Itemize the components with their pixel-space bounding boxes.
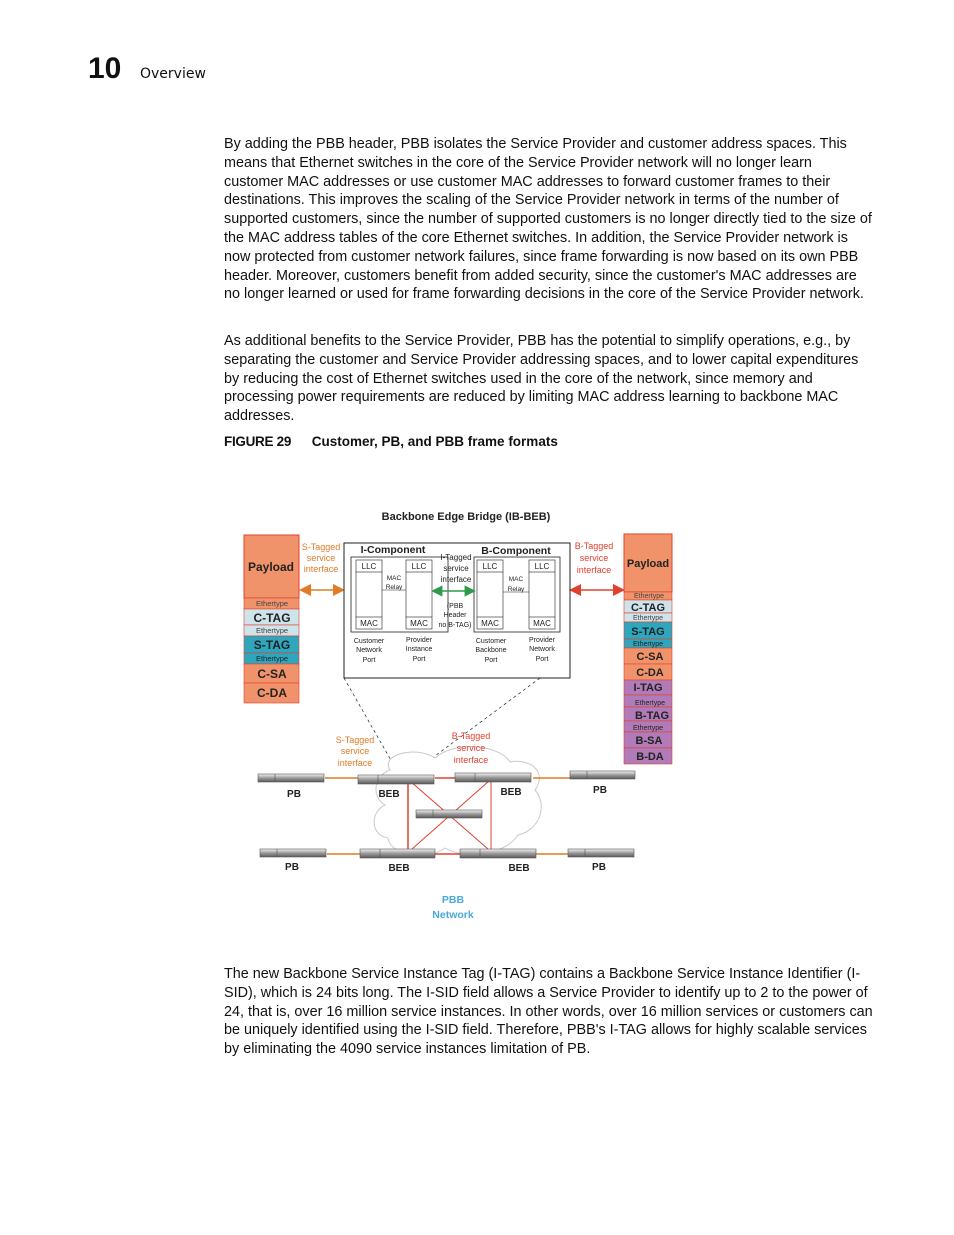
port-provider-network-3: Port [536, 656, 549, 663]
right-ethertype-4: Ethertype [635, 700, 665, 707]
pbb-header-1: (PBB [447, 603, 464, 610]
left-payload: Payload [248, 560, 294, 574]
switch-beb-top-left [357, 774, 435, 785]
port-customer-network-2: Network [356, 647, 382, 654]
right-ethertype-2: Ethertype [633, 615, 663, 622]
right-b-tag: B-TAG [635, 710, 669, 722]
port-provider-network-2: Network [529, 646, 555, 653]
switch-beb-bottom-right [459, 848, 537, 859]
right-c-sa: C-SA [637, 651, 664, 663]
label-beb-top-right: BEB [500, 787, 521, 798]
llc-4: LLC [535, 562, 550, 571]
left-c-sa: C-SA [257, 667, 287, 681]
paragraph-pbb-isolation: By adding the PBB header, PBB isolates t… [224, 136, 872, 303]
switch-beb-top-right [454, 772, 532, 783]
llc-3: LLC [483, 562, 498, 571]
s-tagged-label-bottom-1: S-Tagged [336, 735, 375, 745]
b-component-label: B-Component [481, 545, 551, 557]
i-component-label: I-Component [361, 544, 426, 556]
s-tagged-label-bottom-2: service [341, 746, 370, 756]
s-tagged-label-top-2: service [307, 553, 336, 563]
frame-formats-diagram: Backbone Edge Bridge (IB-BEB) Payload Et… [243, 511, 673, 921]
b-tagged-label-bottom-3: interface [454, 755, 489, 765]
mac-2: MAC [410, 619, 428, 628]
pbb-network-label-1: PBB [442, 894, 465, 906]
label-pb-top-right: PB [593, 785, 607, 796]
pbb-network-label-2: Network [432, 909, 474, 921]
figure-label: FIGURE 29 [224, 434, 292, 449]
left-c-tag: C-TAG [253, 611, 290, 625]
switch-pb-bottom-right [567, 848, 635, 858]
right-b-sa: B-SA [636, 735, 663, 747]
port-provider-instance-2: Instance [406, 646, 433, 653]
pbb-header-3: no B-TAG) [439, 622, 472, 629]
port-provider-instance-3: Port [413, 656, 426, 663]
beb-title: Backbone Edge Bridge (IB-BEB) [382, 511, 551, 523]
b-tagged-label-top-3: interface [577, 565, 612, 575]
right-ethertype-3: Ethertype [633, 641, 663, 648]
port-customer-backbone-1: Customer [476, 638, 507, 645]
left-ethertype-3: Ethertype [256, 654, 288, 663]
right-i-tag: I-TAG [633, 682, 662, 694]
port-provider-instance-1: Provider [406, 637, 433, 644]
b-tagged-label-bottom-2: service [457, 743, 486, 753]
pbb-header-2: Header [444, 612, 468, 619]
right-frame-stack: Payload Ethertype C-TAG Ethertype S-TAG … [623, 533, 673, 765]
right-ethertype-5: Ethertype [633, 725, 663, 732]
b-tagged-label-bottom-1: B-Tagged [452, 731, 491, 741]
right-payload: Payload [627, 558, 669, 570]
i-tagged-label-1: I-Tagged [440, 553, 471, 562]
figure-caption: FIGURE 29 Customer, PB, and PBB frame fo… [224, 434, 558, 449]
s-tagged-label-top-1: S-Tagged [302, 542, 341, 552]
i-tagged-label-2: service [443, 564, 469, 573]
chapter-title: Overview [140, 66, 206, 82]
llc-2: LLC [412, 562, 427, 571]
chapter-number: 10 [88, 52, 122, 85]
port-customer-backbone-3: Port [485, 657, 498, 664]
label-pb-top-left: PB [287, 789, 301, 800]
beb-box: I-Component B-Component LLC MAC LLC MAC … [343, 542, 571, 679]
label-beb-bottom-right: BEB [508, 863, 529, 874]
paragraph-i-tag: The new Backbone Service Instance Tag (I… [224, 966, 873, 1058]
left-c-da: C-DA [257, 686, 287, 700]
label-beb-top-left: BEB [378, 789, 399, 800]
port-customer-network-1: Customer [354, 638, 385, 645]
mac-relay-b-1: MAC [509, 576, 524, 583]
switch-beb-bottom-left [359, 848, 436, 859]
s-tagged-label-bottom-3: interface [338, 758, 373, 768]
left-s-tag: S-TAG [254, 638, 290, 652]
figure-caption-text: Customer, PB, and PBB frame formats [311, 434, 558, 449]
label-pb-bottom-left: PB [285, 862, 299, 873]
b-tagged-label-top-2: service [580, 553, 609, 563]
left-frame-stack: Payload Ethertype C-TAG Ethertype S-TAG … [243, 534, 300, 704]
mac-relay-i-1: MAC [387, 575, 402, 582]
mac-relay-b-2: Relay [508, 586, 525, 593]
llc-1: LLC [362, 562, 377, 571]
s-tagged-label-top-3: interface [304, 564, 339, 574]
label-pb-bottom-right: PB [592, 862, 606, 873]
port-customer-backbone-2: Backbone [475, 647, 506, 654]
label-beb-bottom-left: BEB [388, 863, 409, 874]
port-customer-network-3: Port [363, 657, 376, 664]
mac-relay-i-2: Relay [386, 584, 403, 591]
mac-3: MAC [481, 619, 499, 628]
paragraph-additional-benefits: As additional benefits to the Service Pr… [224, 333, 859, 425]
switch-pb-top-right [569, 770, 636, 780]
left-ethertype-1: Ethertype [256, 599, 288, 608]
switch-core [415, 809, 483, 819]
right-c-da: C-DA [636, 667, 664, 679]
right-c-tag: C-TAG [631, 602, 665, 614]
port-provider-network-1: Provider [529, 637, 556, 644]
i-tagged-label-3: interface [441, 575, 472, 584]
switch-pb-top-left [257, 773, 325, 783]
right-ethertype-1: Ethertype [634, 593, 664, 600]
b-tagged-label-top-1: B-Tagged [575, 541, 614, 551]
mac-4: MAC [533, 619, 551, 628]
mac-1: MAC [360, 619, 378, 628]
right-s-tag: S-TAG [631, 626, 664, 638]
switch-pb-bottom-left [259, 848, 327, 858]
right-b-da: B-DA [636, 751, 664, 763]
left-ethertype-2: Ethertype [256, 626, 288, 635]
